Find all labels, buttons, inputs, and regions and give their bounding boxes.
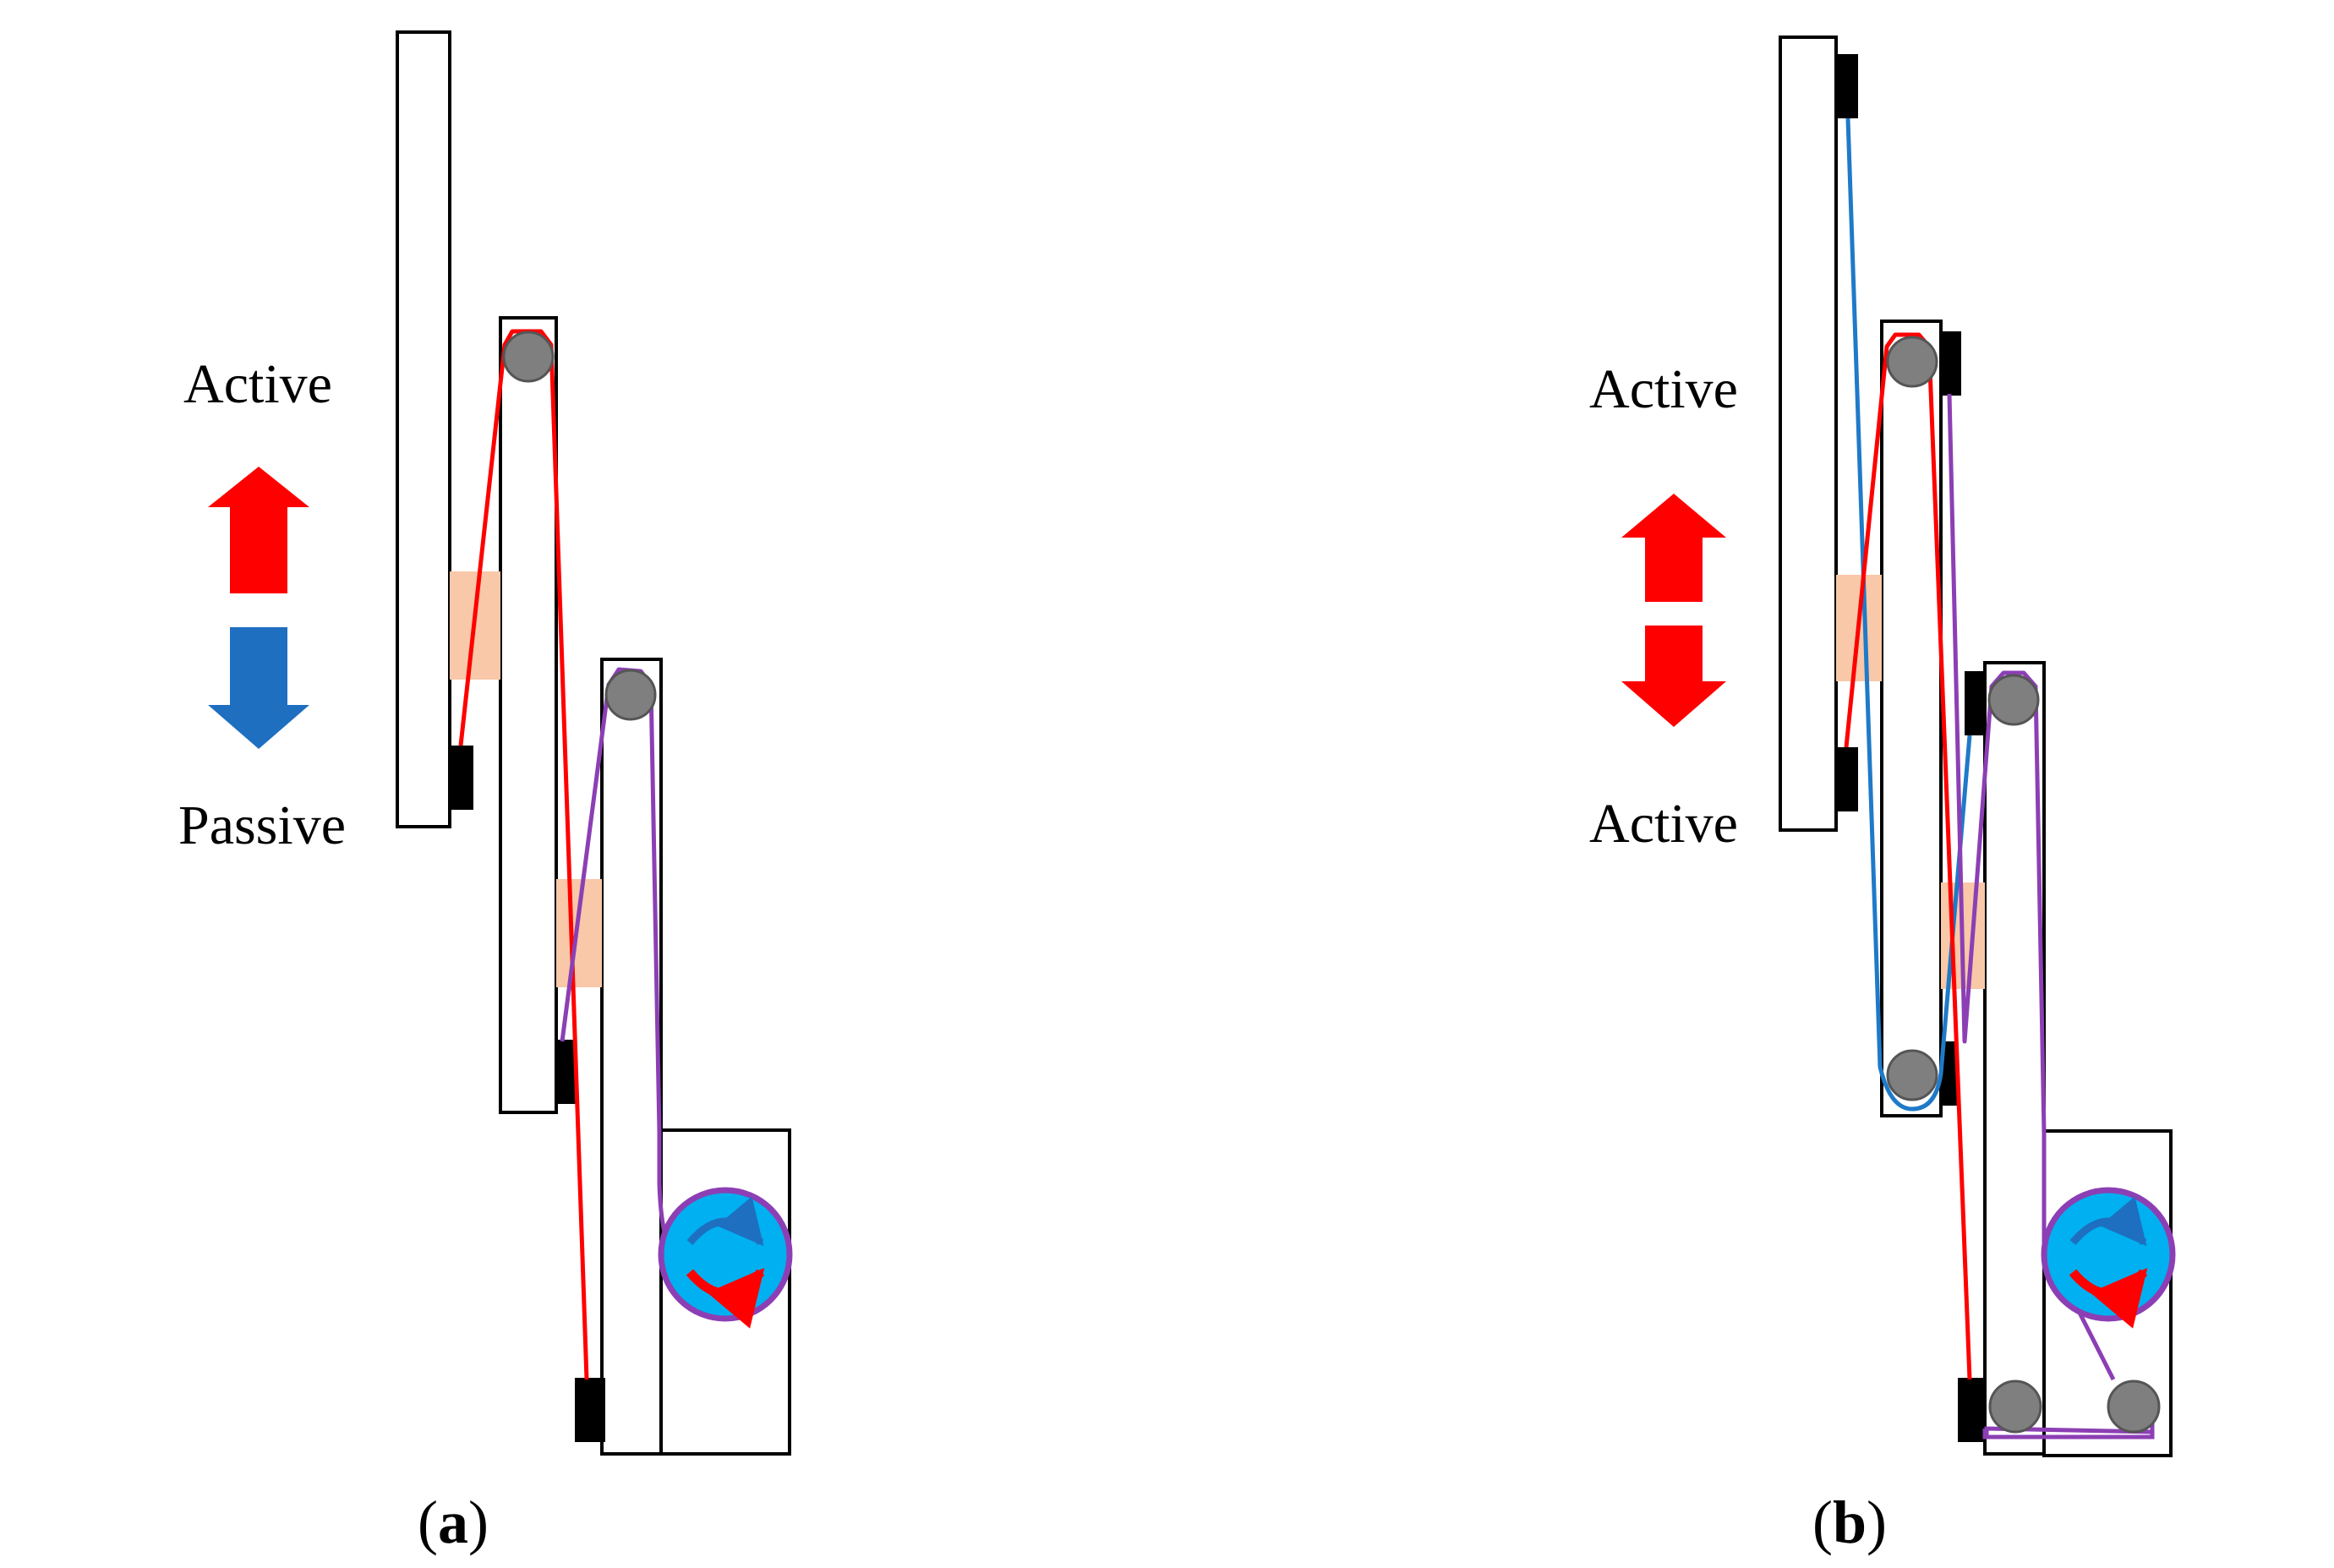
pulley xyxy=(1886,336,1938,388)
anchor-block xyxy=(450,746,473,810)
joint-pad xyxy=(556,879,602,987)
pulley xyxy=(1988,1380,2042,1434)
anchor-block xyxy=(1836,747,1858,811)
passive-down-arrow xyxy=(208,627,309,749)
label-active-b-top: Active xyxy=(1589,358,1738,420)
pulley xyxy=(1987,674,2040,726)
caption-b: (b) xyxy=(1812,1489,1887,1556)
link-2 xyxy=(1880,320,1943,1117)
red-tendon xyxy=(1844,332,1972,1380)
link-1 xyxy=(396,30,451,828)
purple-tendon xyxy=(1947,393,2047,1134)
label-active-b-bottom: Active xyxy=(1589,793,1738,855)
motor xyxy=(2041,1187,2176,1329)
motor xyxy=(658,1187,793,1329)
label-active-a: Active xyxy=(183,353,332,415)
pulley xyxy=(502,331,555,383)
caption-a: (a) xyxy=(418,1489,489,1556)
link-1 xyxy=(1779,36,1838,832)
anchor-block xyxy=(1958,1378,1985,1442)
label-passive-a: Passive xyxy=(178,795,346,856)
anchor-block xyxy=(1941,1041,1958,1106)
active-down-arrow xyxy=(1621,626,1726,727)
anchor-block xyxy=(1836,54,1858,118)
pulley xyxy=(1886,1049,1938,1101)
pulley xyxy=(604,669,657,721)
anchor-block xyxy=(1965,671,1985,735)
link-2 xyxy=(499,316,558,1114)
active-up-arrow xyxy=(1621,494,1726,602)
panel-a: Active Passive (a) xyxy=(178,30,793,1556)
anchor-block xyxy=(556,1040,577,1104)
pulley xyxy=(2107,1380,2161,1434)
anchor-block xyxy=(575,1378,605,1442)
anchor-block xyxy=(1941,331,1961,396)
active-up-arrow xyxy=(208,467,309,593)
link-3 xyxy=(1983,661,2046,1456)
panel-b: Active Active (b) xyxy=(1589,36,2176,1556)
blue-tendon xyxy=(1845,117,1972,1112)
